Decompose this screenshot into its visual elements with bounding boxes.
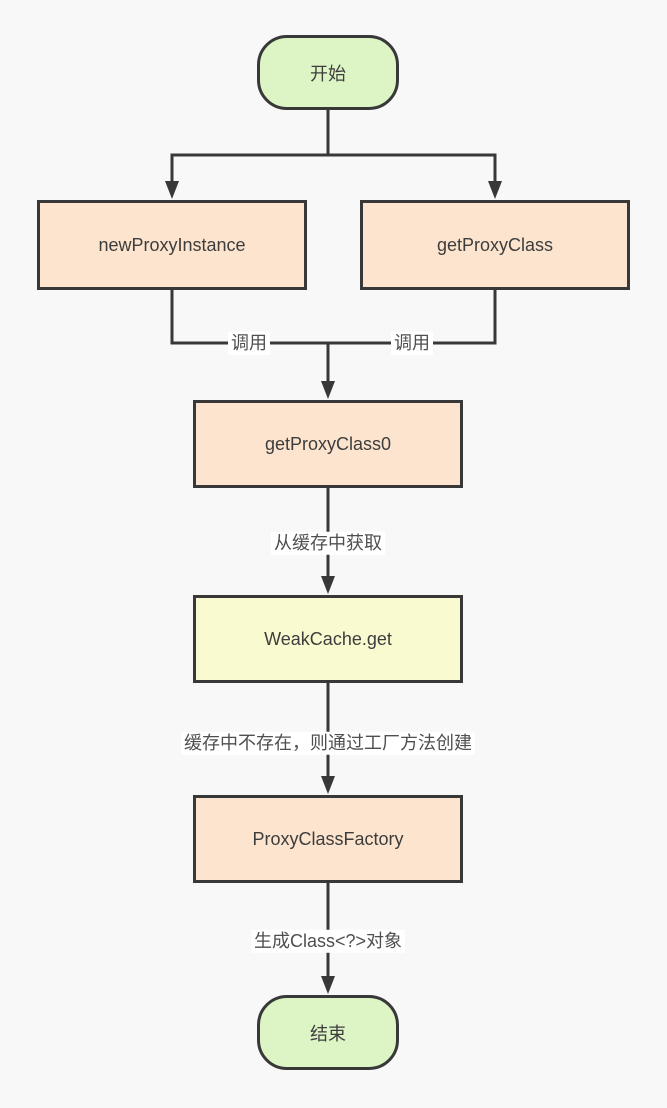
arrowhead-factory (321, 776, 335, 794)
node-get-proxy-class0: getProxyClass0 (193, 400, 463, 488)
arrowhead-get-proxy-class0 (321, 381, 335, 399)
edge-label-generate-class: 生成Class<?>对象 (250, 929, 406, 953)
edge-branch-right (328, 153, 497, 183)
node-proxy-class-factory: ProxyClassFactory (193, 795, 463, 883)
arrowhead-end (321, 976, 335, 994)
arrowhead-weak-cache (321, 576, 335, 594)
node-end: 结束 (257, 995, 399, 1070)
edge-label-call-left: 调用 (228, 331, 270, 355)
edge-branch-left (170, 153, 328, 183)
node-get-proxy-class: getProxyClass (360, 200, 630, 290)
node-get-proxy-class-label: getProxyClass (436, 234, 554, 255)
edge-label-from-cache: 从缓存中获取 (271, 531, 385, 555)
node-get-proxy-class0-label: getProxyClass0 (264, 433, 392, 454)
arrowhead-get-proxy-class (488, 181, 502, 199)
node-end-label: 结束 (310, 1023, 346, 1044)
edge-converge-right (328, 290, 497, 345)
edge-converge-left (170, 290, 328, 345)
node-weak-cache-get: WeakCache.get (193, 595, 463, 683)
edge-label-cache-miss: 缓存中不存在，则通过工厂方法创建 (181, 731, 475, 755)
node-start-label: 开始 (310, 63, 346, 84)
node-weak-cache-get-label: WeakCache.get (264, 628, 392, 649)
node-start: 开始 (257, 35, 399, 110)
node-proxy-class-factory-label: ProxyClassFactory (252, 828, 404, 849)
node-new-proxy-instance-label: newProxyInstance (98, 234, 246, 255)
arrowhead-new-proxy-instance (165, 181, 179, 199)
edge-label-call-right: 调用 (391, 331, 433, 355)
node-new-proxy-instance: newProxyInstance (37, 200, 307, 290)
